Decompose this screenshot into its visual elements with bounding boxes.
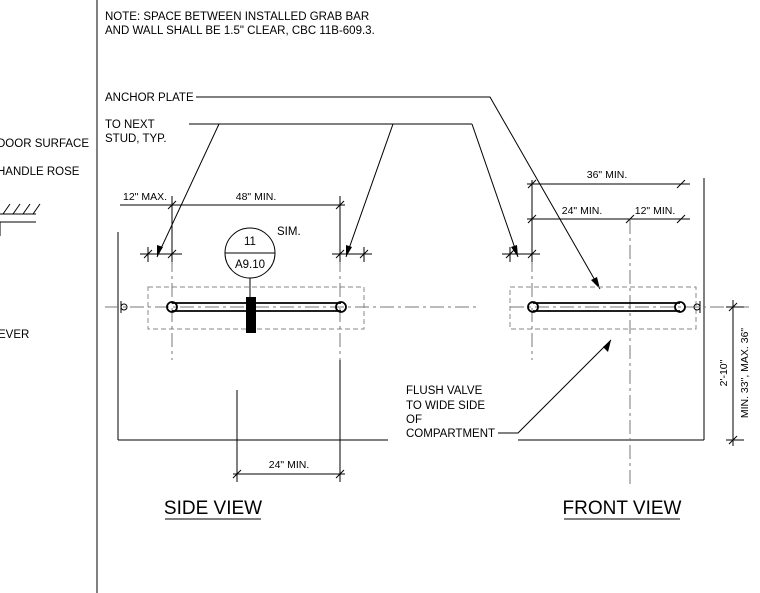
- flush-valve-label-line-1: FLUSH VALVE: [406, 385, 483, 397]
- front-stud-dimension: [502, 247, 540, 262]
- sim-label: SIM.: [277, 226, 301, 238]
- dim-36-min: 36" MIN.: [587, 169, 628, 181]
- detail-sheet: A9.10: [235, 259, 265, 271]
- lever-label: EVER: [0, 329, 29, 341]
- side-view-title: SIDE VIEW: [164, 498, 262, 519]
- anchor-plate-leader: [196, 96, 601, 290]
- dim-24-min-side: 24" MIN.: [269, 459, 310, 471]
- dim-24-min-front: 24" MIN.: [562, 205, 603, 217]
- to-next-stud-label-line-2: STUD, TYP.: [105, 133, 167, 145]
- front-wall-flange-icon: [693, 301, 701, 313]
- flush-valve-label-line-2: TO WIDE SIDE: [406, 400, 485, 412]
- front-view-title: FRONT VIEW: [563, 498, 682, 519]
- dim-height: 2'-10": [718, 359, 730, 386]
- flush-valve-label-line-4: COMPARTMENT: [406, 428, 495, 440]
- flush-valve-leader: [498, 339, 612, 434]
- dim-48-min: 48" MIN.: [236, 191, 277, 203]
- to-next-stud-label-line-1: TO NEXT: [105, 119, 155, 131]
- anchor-plate-label: ANCHOR PLATE: [105, 92, 194, 104]
- note-line-2: AND WALL SHALL BE 1.5" CLEAR, CBC 11B-60…: [105, 25, 375, 37]
- height-dimension: [726, 300, 744, 446]
- front-24-12-dimension: [527, 214, 690, 224]
- side-view-anchor-plate: [147, 286, 365, 330]
- dim-12-min-front: 12" MIN.: [635, 205, 676, 217]
- to-next-stud-leaders: [156, 123, 519, 258]
- side-bottom-dimension: [232, 360, 345, 482]
- flush-valve-symbol: [246, 297, 256, 333]
- detail-tag-bubble: [224, 227, 276, 279]
- detail-number: 11: [244, 236, 256, 248]
- front-36-dimension: [527, 179, 690, 262]
- front-grab-bar: [527, 301, 686, 313]
- front-view-anchor-plate: [509, 286, 697, 330]
- side-top-dimension: [120, 196, 345, 262]
- front-view: 36" MIN. 24" MIN. 12" MIN. 2'-10" MIN. 3…: [502, 169, 752, 520]
- dim-height-range: MIN. 33", MAX. 36": [739, 328, 751, 419]
- wall-flange-icon: [120, 301, 128, 313]
- side-view: 11 A9.10 SIM. 12" MAX. 48" MIN.: [105, 191, 480, 520]
- flush-valve-label-line-3: OF: [406, 414, 422, 426]
- handle-rose-label: HANDLE ROSE: [0, 166, 80, 178]
- door-surface-label: DOOR SURFACE: [0, 138, 89, 150]
- side-grab-bar: [166, 301, 347, 313]
- dim-12-max: 12" MAX.: [123, 191, 167, 203]
- door-surface-hatch: [0, 203, 41, 236]
- side-stud-dimensions: [140, 247, 372, 262]
- note-line-1: NOTE: SPACE BETWEEN INSTALLED GRAB BAR: [105, 11, 369, 23]
